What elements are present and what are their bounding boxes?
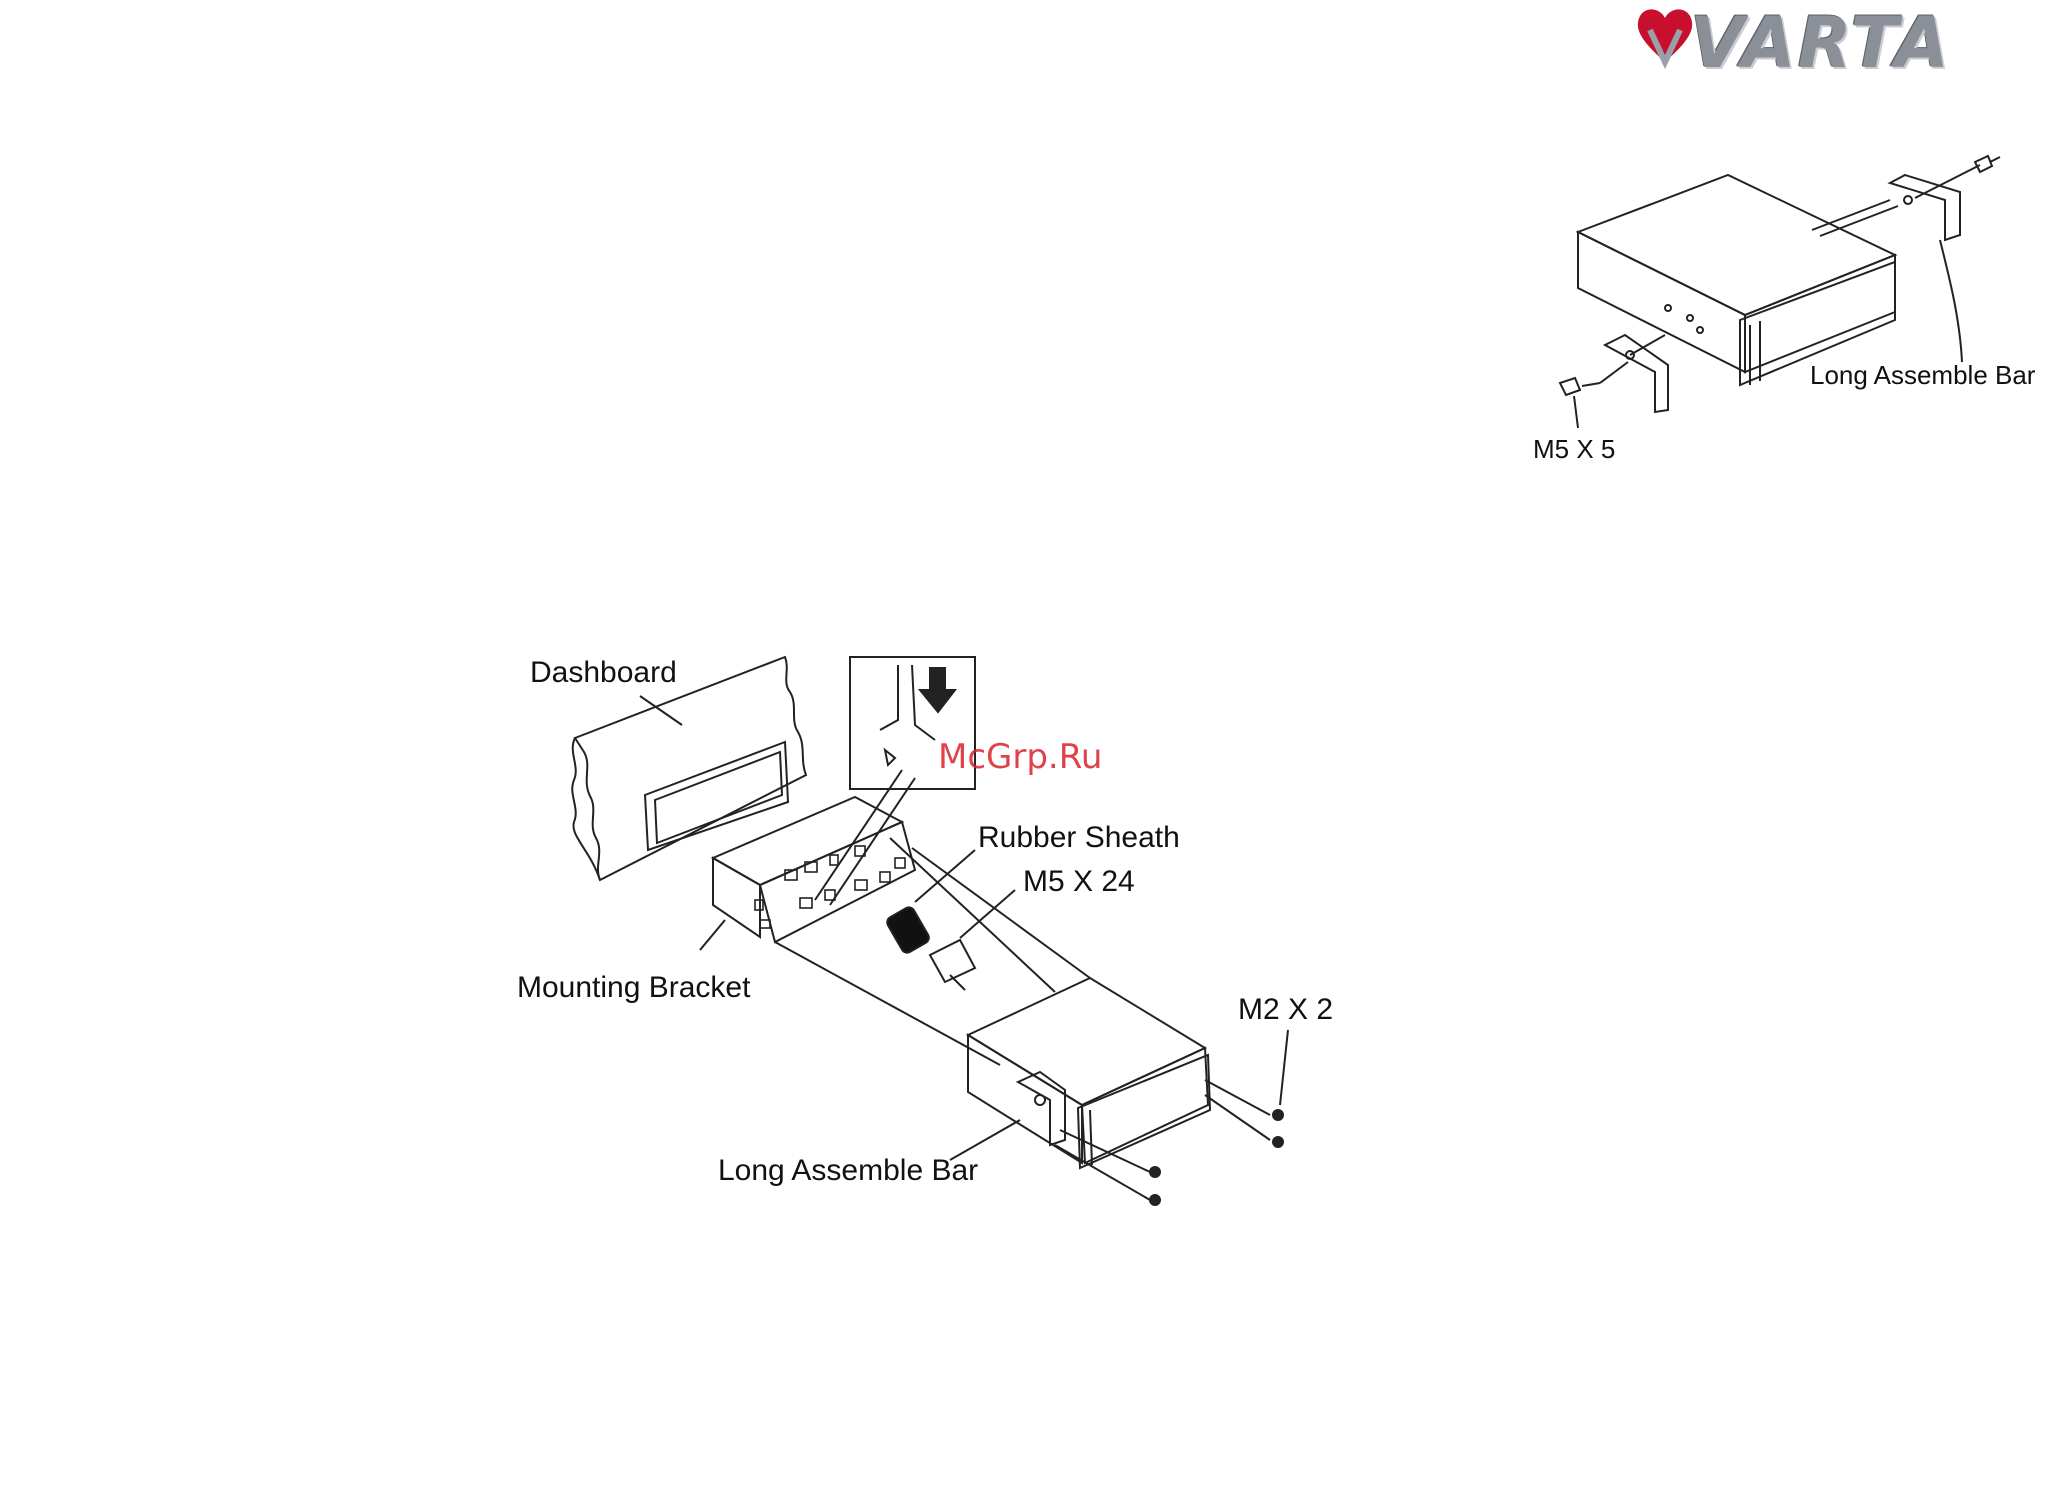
bolt-shape <box>930 940 975 982</box>
rubber-sheath-label: Rubber Sheath <box>978 823 1180 853</box>
bolt-label: M5 X 24 <box>1023 867 1135 897</box>
mounting-bracket-label: Mounting Bracket <box>517 973 750 1003</box>
watermark: McGrp.Ru <box>938 737 1102 777</box>
rubber-sheath-shape <box>885 905 931 955</box>
main-unit-top <box>968 978 1205 1105</box>
main-long-assemble-bar-label: Long Assemble Bar <box>718 1156 978 1186</box>
dashboard-label: Dashboard <box>530 658 677 688</box>
down-arrow-icon <box>920 668 955 712</box>
small-screws-label: M2 X 2 <box>1238 995 1333 1025</box>
dashboard-shape <box>575 657 806 880</box>
